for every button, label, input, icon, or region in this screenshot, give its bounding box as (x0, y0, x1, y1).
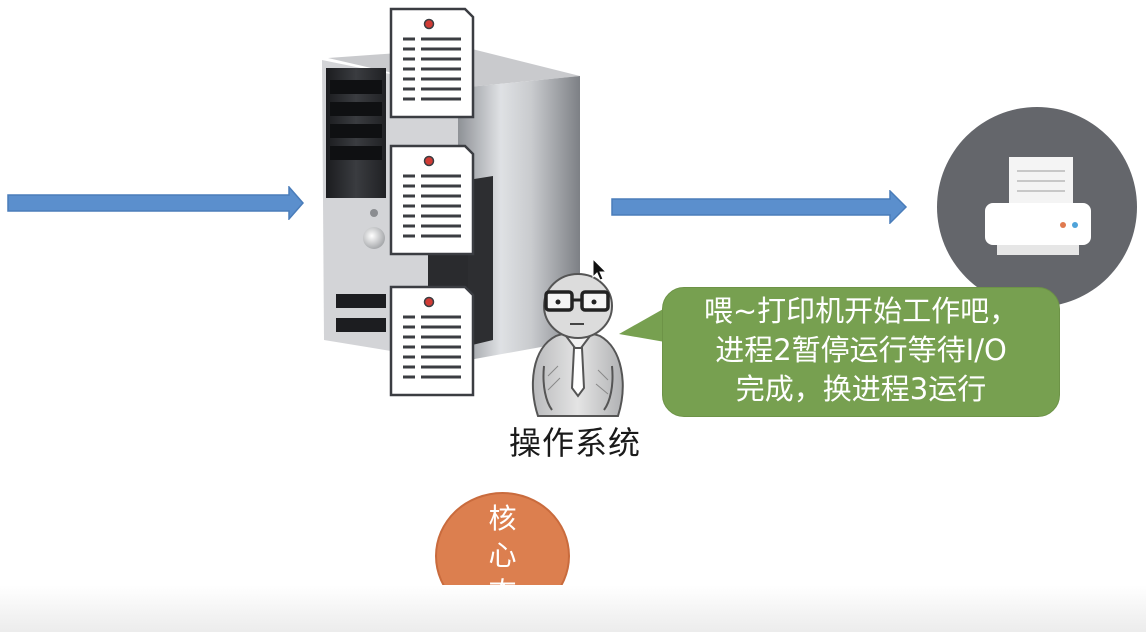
document-icon (389, 7, 475, 119)
speech-line: 进程2暂停运行等待I/O (715, 333, 1007, 367)
speech-line: 完成，换进程3运行 (735, 372, 987, 406)
os-label: 操作系统 (508, 424, 641, 462)
printer-badge (937, 107, 1137, 307)
cursor-icon (592, 258, 608, 281)
speech-bubble: 喂~打印机开始工作吧， 进程2暂停运行等待I/O 完成，换进程3运行 (662, 287, 1060, 417)
input-arrow (7, 186, 304, 220)
bottom-shadow (0, 585, 1146, 632)
printer-icon (985, 157, 1091, 255)
person-sketch-icon (531, 273, 624, 417)
kernel-mode-char: 核 (488, 502, 517, 535)
kernel-mode-char: 心 (488, 539, 517, 572)
speech-bubble-tail (619, 308, 665, 342)
document-icon (389, 144, 475, 256)
output-arrow (611, 190, 908, 224)
document-icon (389, 285, 475, 397)
speech-line: 喂~打印机开始工作吧， (703, 294, 1019, 328)
